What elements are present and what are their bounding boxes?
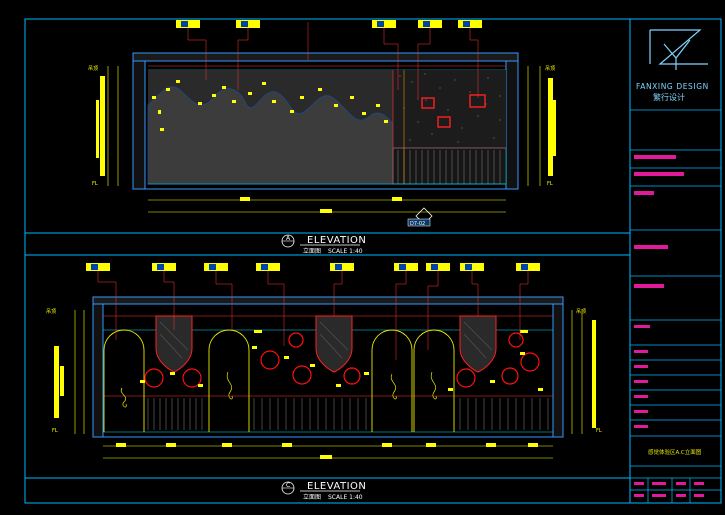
view-marker-a: A — [286, 235, 291, 242]
elevation-a: 吊顶 FL 吊顶 FL D7-02 A ELEVATION 立面图 SCALE … — [88, 20, 556, 255]
dimensions-a — [96, 66, 556, 213]
view-subtitle-c: 立面图 — [303, 493, 321, 501]
view-marker-c: C — [286, 482, 290, 489]
sheet-frame — [24, 18, 722, 504]
view-subtitle-a: 立面图 — [303, 247, 321, 255]
level-label-ceiling-right: 吊顶 — [545, 66, 555, 72]
brand-name-en: FANXING DESIGN — [636, 82, 709, 91]
fanxing-logo-icon — [649, 29, 708, 70]
drawing-name: 感觉体验区A.C立面图 — [648, 448, 702, 456]
section-cut-tag: D7-02 — [407, 207, 433, 227]
arch-doorways — [103, 329, 455, 432]
view-title-text-c: ELEVATION — [307, 481, 366, 492]
section-tag-label: D7-02 — [410, 221, 425, 227]
view-title-a: A ELEVATION 立面图 SCALE 1:40 — [281, 234, 366, 255]
view-title-c: C ELEVATION 立面图 SCALE 1:40 — [281, 481, 366, 501]
elevation-c: 吊顶 FL 吊顶 FL C ELEVATION 立面图 SCALE 1:40 — [46, 263, 602, 501]
level-label-floor-right: FL — [547, 181, 553, 187]
level-label-ceiling-left: 吊顶 — [88, 66, 98, 72]
dimensions-c — [54, 310, 596, 459]
view-scale-a: SCALE 1:40 — [328, 248, 363, 255]
level-label-ceiling-right-c: 吊顶 — [576, 309, 586, 315]
view-scale-c: SCALE 1:40 — [328, 494, 363, 501]
wainscot-slats — [147, 398, 549, 430]
level-label-floor-left-c: FL — [52, 428, 58, 434]
shield-panels — [155, 315, 497, 373]
brand-name-cn: 繁行设计 — [653, 92, 685, 102]
level-label-floor-left: FL — [92, 181, 98, 187]
leader-tags-c — [86, 263, 540, 271]
view-title-text-a: ELEVATION — [307, 235, 366, 246]
round-ornaments — [144, 332, 540, 388]
leader-tags-a — [176, 20, 482, 28]
title-block: FANXING DESIGN 繁行设计 — [630, 29, 721, 503]
level-label-floor-right-c: FL — [596, 428, 602, 434]
level-label-ceiling-left-c: 吊顶 — [46, 309, 56, 315]
